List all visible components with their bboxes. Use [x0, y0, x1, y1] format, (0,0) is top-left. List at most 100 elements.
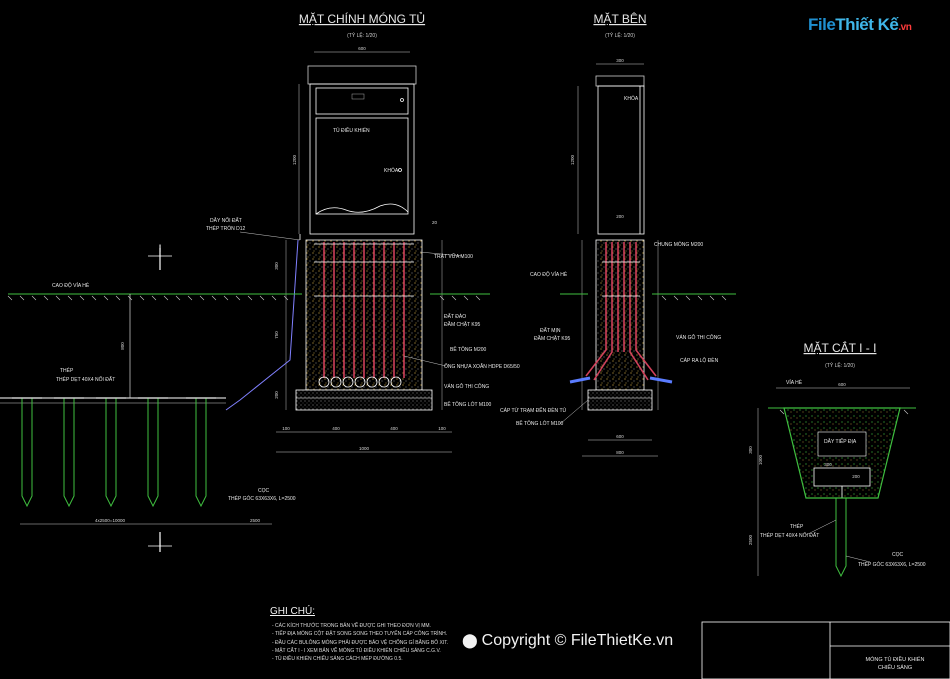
front-view-scale: (TỶ LỆ: 1/20)	[347, 31, 377, 39]
dim-depth-800: 800	[120, 342, 125, 350]
front-view-title: MẶT CHÍNH MÓNG TỦ	[299, 11, 425, 26]
dim-sec-top: 600	[838, 382, 846, 387]
logo-vn: .vn	[898, 22, 912, 33]
cabinet-panel-label: TỦ ĐIỀU KHIỂN	[333, 127, 370, 134]
label-conduit: CHUNG MÓNG M200	[654, 241, 703, 248]
dim-base-400a: 400	[332, 426, 340, 431]
dim-grounding-end: 2500	[250, 518, 261, 523]
label-concrete: BÊ TÔNG M200	[450, 345, 487, 353]
note-item: - MẶT CẮT I - I XEM BẢN VẼ MÓNG TỦ ĐIỀU …	[272, 647, 441, 654]
dim-left-h2: 750	[274, 331, 279, 339]
dim-sec-h2: 1000	[758, 454, 763, 465]
front-pipes	[318, 376, 402, 388]
dim-base-100: 100	[282, 426, 290, 431]
label-angle-steel: THÉP GÓC 63X63X6, L=2500	[228, 495, 296, 502]
side-view-scale: (TỶ LỆ: 1/20)	[605, 31, 635, 39]
dim-side-base2: 800	[616, 450, 624, 455]
section-view	[757, 387, 916, 578]
label-sidewalk: VỈA HÈ	[786, 379, 803, 386]
side-cable-right	[649, 376, 673, 384]
side-lock-label: KHÓA	[624, 95, 639, 102]
label-side-formwork: VÁN GỖ THI CÔNG	[676, 334, 721, 341]
note-item: - ĐẦU CÁC BULÔNG MÓNG PHẢI ĐƯỢC BẢO VỆ C…	[272, 639, 449, 646]
note-item: - TIẾP ĐỊA MÓNG CỘT ĐẶT SONG SONG THEO T…	[272, 631, 448, 638]
copyright-icon: ⬤	[462, 632, 478, 648]
title-block-line1: MÓNG TỦ ĐIỀU KHIỂN	[865, 657, 925, 663]
dim-left-h3: 200	[274, 391, 279, 399]
dim-base-100b: 100	[438, 426, 446, 431]
section-marker-bottom: I	[148, 532, 172, 552]
side-foundation	[560, 239, 736, 411]
dim-side-height: 1200	[570, 154, 575, 165]
dim-base-400b: 400	[390, 426, 398, 431]
front-cabinet: 600	[307, 46, 417, 235]
dim-grounding-spacing: 4x2500=10000	[95, 518, 125, 523]
dim-20: 20	[432, 220, 438, 225]
notes-title: GHI CHÚ:	[270, 606, 315, 617]
label-side-cable: CÁP RA LỘ ĐÈN	[680, 357, 719, 364]
dim-sec-total: 2500	[748, 534, 753, 545]
section-view-title: MẶT CẮT I - I	[804, 340, 877, 355]
dim-cabinet-height: 1200	[292, 154, 297, 165]
side-rebar	[585, 242, 657, 381]
side-cable-left	[569, 376, 591, 384]
logo-text: FileThiết Kế.vn	[808, 15, 912, 35]
label-section-flat: THÉP DẸT 40X4 NỐI ĐẤT	[760, 532, 819, 539]
dim-cabinet-width: 600	[358, 46, 366, 51]
label-sidewalk-level: CAO ĐỘ VỈA HÈ	[52, 282, 90, 289]
dim-side-base: 600	[616, 434, 624, 439]
label-flat-steel-title: THÉP	[60, 367, 74, 374]
marker-i-top: I	[158, 243, 161, 255]
copyright-watermark: ⬤Copyright © FileThietKe.vn	[462, 632, 673, 650]
front-base-dims	[276, 431, 452, 453]
section-view-scale: (TỶ LỆ: 1/20)	[825, 361, 855, 369]
label-side-soil: ĐẤT MỊN	[540, 327, 561, 334]
label-side-lean: BÊ TÔNG LÓT M100	[516, 419, 564, 427]
grounding-flat-bar	[0, 397, 226, 404]
dim-sec-mid: 300	[824, 462, 832, 467]
label-lean-concrete: BÊ TÔNG LÓT M100	[444, 400, 492, 408]
ground-wire-line	[225, 239, 299, 411]
site-logo: FileThiết Kế.vn	[808, 10, 920, 42]
label-soil-compact: ĐẦM CHẶT K95	[444, 321, 481, 328]
cabinet-lock-label: KHÓA	[384, 167, 399, 174]
label-section-flat-title: THÉP	[790, 523, 804, 530]
title-block-name: MÓNG TỦ ĐIỀU KHIỂN CHIẾU SÁNG	[845, 656, 945, 672]
section-marker-top: I	[148, 243, 172, 270]
ground-line	[7, 293, 490, 301]
label-ground-wire: DÂY NỐI ĐẤT	[210, 217, 242, 224]
label-formwork: VÁN GỖ THI CÔNG	[444, 383, 489, 390]
note-item: - CÁC KÍCH THƯỚC TRONG BẢN VẼ ĐƯỢC GHI T…	[272, 623, 431, 629]
watermark-text: Copyright © FileThietKe.vn	[481, 632, 674, 649]
label-soil-fill: ĐẤT ĐÀO	[444, 313, 466, 320]
note-item: - TỦ ĐIỀU KHIỂN CHIẾU SÁNG CÁCH MÉP ĐƯỜN…	[272, 656, 403, 663]
label-section-inner: DÂY TIẾP ĐỊA	[824, 438, 857, 445]
side-cabinet	[595, 63, 645, 235]
label-round-steel: THÉP TRÒN D12	[206, 225, 245, 232]
logo-rest: Thiết Kế	[835, 15, 899, 34]
dim-left-h1: 300	[274, 262, 279, 270]
front-rebar	[314, 242, 414, 378]
title-block-line2: CHIẾU SÁNG	[877, 665, 913, 671]
dim-sec-inner: 200	[852, 474, 860, 479]
side-view-title: MẶT BÊN	[593, 11, 646, 26]
dim-base-total: 1000	[359, 446, 370, 451]
grounding-rods	[12, 397, 216, 508]
dim-side-top: 300	[616, 58, 624, 63]
marker-i-bottom: I	[158, 537, 161, 549]
label-section-angle-title: CỌC	[892, 552, 904, 558]
label-plaster: TRÁT VỮA M100	[434, 253, 473, 260]
label-side-compact: ĐẦM CHẶT K95	[534, 335, 571, 342]
label-cable-to-lights: CÁP TỪ TRẠM ĐẾN ĐÈN TỦ	[500, 407, 567, 414]
label-angle-steel-title: CỌC	[258, 488, 270, 494]
logo-file: File	[808, 15, 836, 34]
label-side-sidewalk: CAO ĐỘ VỈA HÈ	[530, 271, 568, 278]
notes-list: - CÁC KÍCH THƯỚC TRONG BẢN VẼ ĐƯỢC GHI T…	[272, 622, 448, 663]
title-block	[701, 621, 950, 679]
dim-side-200: 200	[616, 214, 624, 219]
dim-sec-h1: 300	[748, 446, 753, 454]
label-flat-steel: THÉP DẸT 40X4 NỐI ĐẤT	[56, 376, 115, 383]
label-section-angle: THÉP GÓC 63X63X6, L=2500	[858, 561, 926, 568]
